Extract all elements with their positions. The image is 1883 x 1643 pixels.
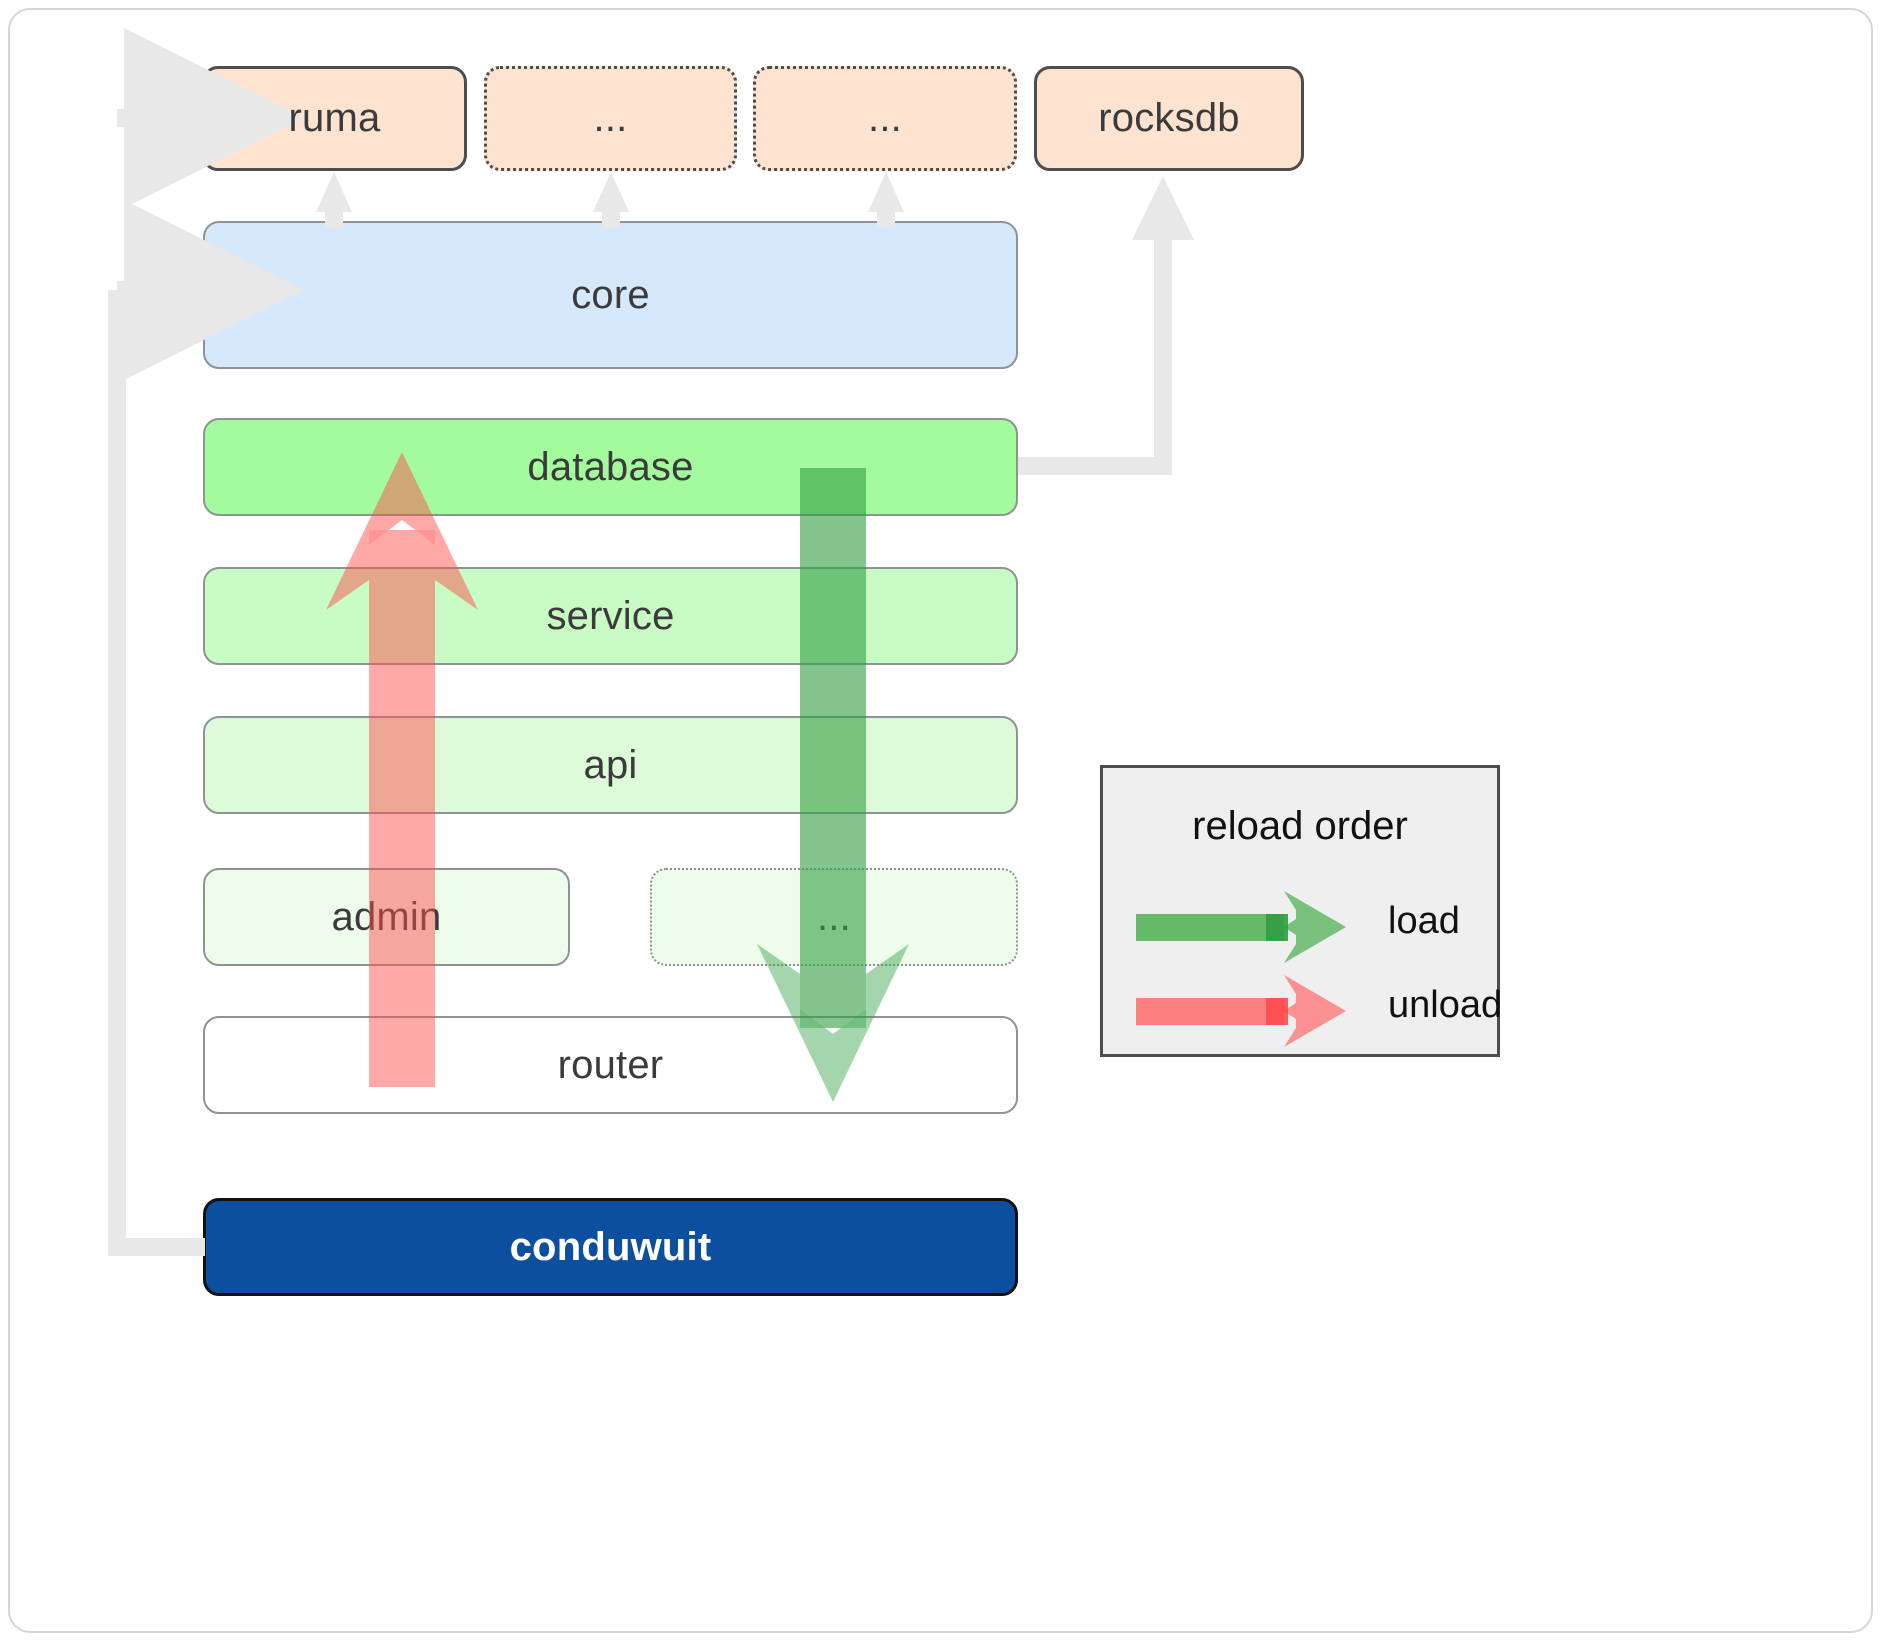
legend-unload-label: unload <box>1388 984 1503 1026</box>
layer-box-service[interactable]: service <box>203 567 1018 665</box>
dependency-label-dots1: ... <box>593 96 628 140</box>
binary-label-conduwuit: conduwuit <box>509 1224 712 1269</box>
layer-label-database: database <box>527 444 694 489</box>
dependency-label-ruma: ruma <box>288 96 381 140</box>
layer-label-extras: ... <box>817 894 851 939</box>
dependency-box-dots1[interactable]: ... <box>484 66 737 171</box>
dependency-label-rocksdb: rocksdb <box>1098 96 1240 140</box>
layer-box-extras[interactable]: ... <box>650 868 1018 966</box>
dependency-box-rocksdb[interactable]: rocksdb <box>1034 66 1304 171</box>
layer-label-core: core <box>571 272 650 317</box>
layer-label-admin: admin <box>331 894 442 939</box>
layer-box-database[interactable]: database <box>203 418 1018 516</box>
layer-label-api: api <box>583 742 638 787</box>
legend-title: reload order <box>1192 804 1408 848</box>
binary-box-conduwuit[interactable]: conduwuit <box>203 1198 1018 1296</box>
layer-box-core[interactable]: core <box>203 221 1018 369</box>
layer-label-router: router <box>557 1042 664 1087</box>
layer-box-api[interactable]: api <box>203 716 1018 814</box>
legend-panel: reload order load unload <box>1100 765 1503 1057</box>
legend-load-arrow-icon <box>1136 891 1346 963</box>
layer-box-router[interactable]: router <box>203 1016 1018 1114</box>
dependency-box-dots2[interactable]: ... <box>753 66 1017 171</box>
layer-box-admin[interactable]: admin <box>203 868 570 966</box>
legend-unload-arrow-icon <box>1136 975 1346 1047</box>
dependency-box-ruma[interactable]: ruma <box>202 66 467 171</box>
dependency-label-dots2: ... <box>868 96 902 140</box>
legend-load-label: load <box>1388 900 1460 942</box>
layer-label-service: service <box>546 593 675 638</box>
